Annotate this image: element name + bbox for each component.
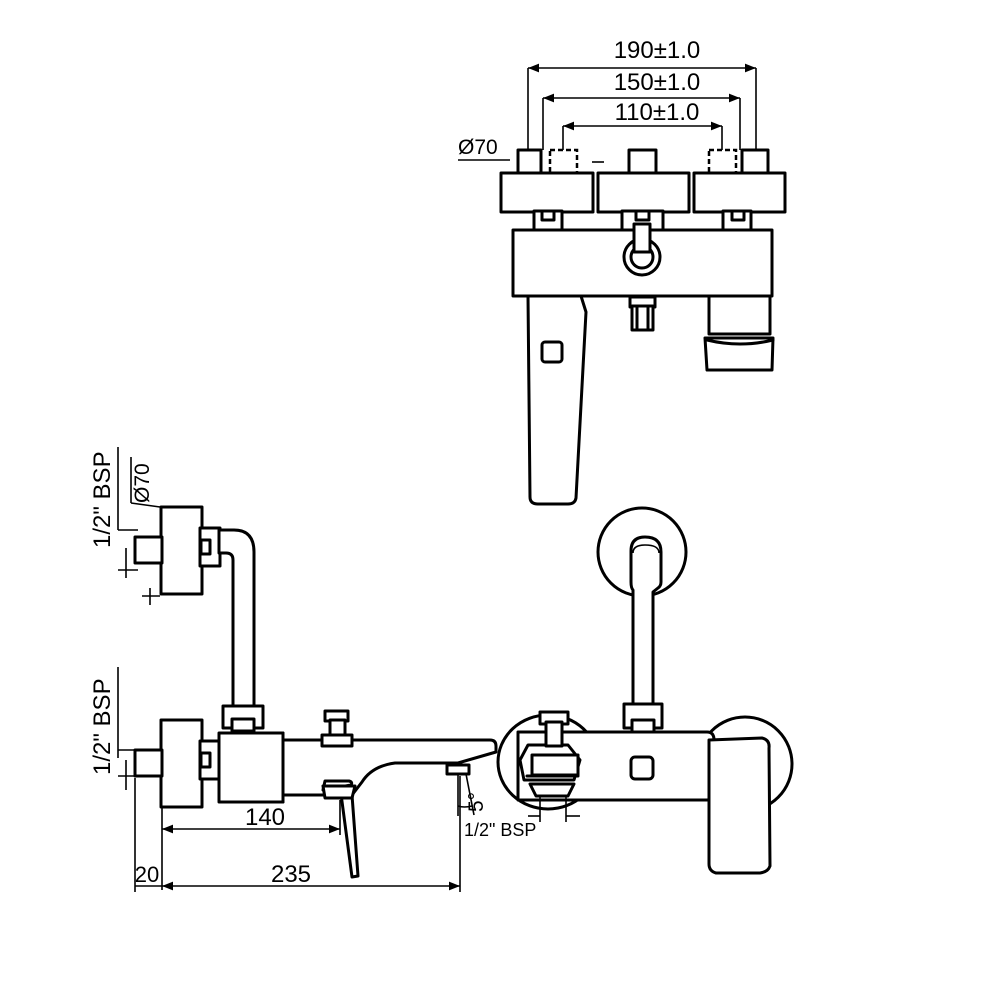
angle-5-label: 5° (465, 792, 488, 812)
dim-140-label: 140 (245, 804, 285, 831)
dim-dia-70-top: Ø70 (458, 136, 510, 161)
dim-150: 150±1.0 (542, 69, 741, 150)
dim-110: 110±1.0 (562, 99, 723, 150)
dim-235: 235 (162, 776, 461, 892)
bsp-upper-label: 1/2" BSP (89, 451, 116, 548)
side-view: 1/2" BSP Ø70 1/2" BSP 140 (89, 447, 498, 892)
dim-20-label: 20 (135, 862, 159, 887)
top-view: 190±1.0 150±1.0 110±1.0 Ø70 (458, 37, 787, 506)
dim-150-label: 150±1.0 (614, 69, 701, 96)
dim-235-label: 235 (271, 861, 311, 888)
dia-70-top-label: Ø70 (458, 136, 498, 159)
dia-70-side-label: Ø70 (131, 463, 154, 503)
dim-bsp-upper: 1/2" BSP (89, 447, 138, 578)
front-bsp-label: 1/2" BSP (464, 820, 536, 840)
front-view: 1/2" BSP (464, 506, 794, 875)
dim-angle-5: 5° (457, 773, 488, 816)
dim-110-label: 110±1.0 (615, 99, 700, 126)
dim-140: 140 (161, 800, 341, 890)
bsp-lower-label: 1/2" BSP (89, 678, 116, 775)
dim-190-label: 190±1.0 (614, 37, 701, 64)
dim-20: 20 (134, 778, 162, 892)
dim-front-bsp: 1/2" BSP (464, 796, 580, 840)
dim-bsp-lower: 1/2" BSP (89, 667, 138, 790)
dim-dia-70-side: Ø70 (130, 457, 161, 605)
dim-190: 190±1.0 (527, 37, 757, 150)
